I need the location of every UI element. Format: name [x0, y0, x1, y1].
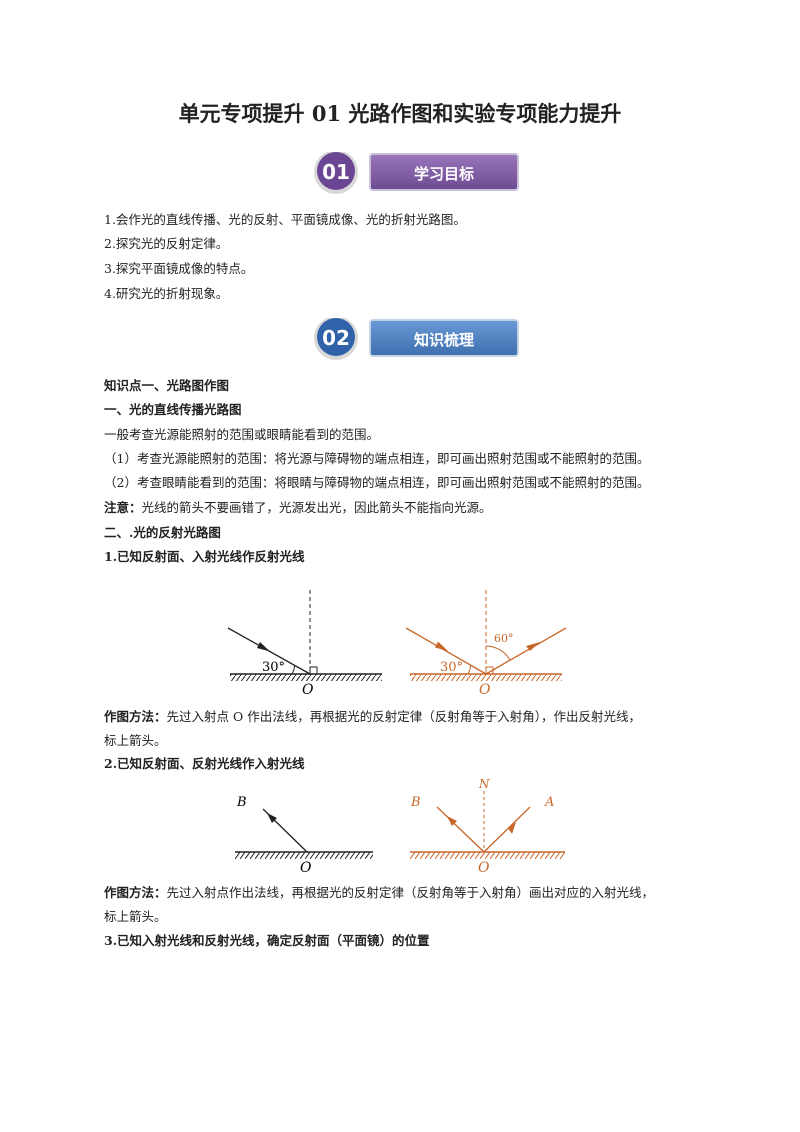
method-label: 作图方法：	[104, 709, 167, 724]
document-title: 单元专项提升 01 光路作图和实验专项能力提升	[178, 101, 622, 126]
method-paragraph: 作图方法：先过入射点作出法线，再根据光的反射定律（反射角等于入射角）画出对应的入…	[104, 881, 724, 905]
angle-label: 30°	[262, 660, 285, 675]
point-b-label: B	[236, 795, 247, 810]
paragraph: 一般考查光源能照射的范围或眼睛能看到的范围。	[104, 427, 380, 442]
case-heading: 3.已知入射光线和反射光线，确定反射面（平面镜）的位置	[104, 933, 430, 948]
note-paragraph: 注意：光线的箭头不要画错了，光源发出光，因此箭头不能指向光源。	[104, 496, 492, 520]
point-o-label: O	[479, 682, 491, 698]
point-a-label: A	[544, 795, 554, 810]
section-label: 学习目标	[413, 165, 474, 183]
method-label: 作图方法：	[104, 885, 167, 900]
objective-item: 4.研究光的折射现象。	[104, 286, 229, 301]
subsection-heading: 二、.光的反射光路图	[104, 525, 221, 540]
point-o-label: O	[478, 860, 490, 876]
section-label: 知识梳理	[413, 331, 474, 349]
method-text-continued: 标上箭头。	[104, 733, 167, 748]
angle-label: 30°	[440, 660, 463, 675]
point-n-label: N	[478, 777, 490, 791]
reflection-figure-2: B O N B A O	[235, 777, 565, 876]
objective-item: 1.会作光的直线传播、光的反射、平面镜成像、光的折射光路图。	[104, 212, 466, 227]
figure-given-incident: 30° O	[227, 590, 382, 698]
knowledge-point-heading: 知识点一、光路图作图	[104, 378, 230, 393]
reflection-figure-1: 30° O 30° 60° O	[227, 590, 567, 698]
point-o-label: O	[302, 682, 314, 698]
angle-label: 60°	[494, 632, 514, 645]
point-b-label: B	[410, 795, 421, 810]
figure-given-reflected: B O	[235, 795, 373, 876]
section-number: 01	[322, 160, 350, 184]
note-label: 注意：	[104, 500, 142, 515]
method-text-continued: 标上箭头。	[104, 909, 167, 924]
subsection-heading: 一、光的直线传播光路图	[104, 402, 242, 417]
section-02-graphic: 02	[314, 318, 519, 360]
case-heading: 1.已知反射面、入射光线作反射光线	[104, 549, 305, 564]
method-text: 先过入射点 O 作出法线，再根据光的反射定律（反射角等于入射角），作出反射光线，	[166, 709, 641, 724]
figure-answer-reflected: 30° 60° O	[405, 590, 567, 698]
case-heading: 2.已知反射面、反射光线作入射光线	[104, 756, 305, 771]
figure-answer-incident: N B A O	[410, 777, 565, 876]
method-text: 先过入射点作出法线，再根据光的反射定律（反射角等于入射角）画出对应的入射光线，	[166, 885, 655, 900]
point-o-label: O	[300, 860, 312, 876]
section-01-graphic: 01	[314, 152, 519, 194]
objective-item: 3.探究平面镜成像的特点。	[104, 261, 254, 276]
note-text: 光线的箭头不要画错了，光源发出光，因此箭头不能指向光源。	[141, 500, 492, 515]
section-badge-knowledge: 02 知识梳理	[0, 318, 800, 362]
method-paragraph: 作图方法：先过入射点 O 作出法线，再根据光的反射定律（反射角等于入射角），作出…	[104, 705, 704, 729]
objective-item: 2.探究光的反射定律。	[104, 236, 229, 251]
paragraph: （1）考查光源能照射的范围：将光源与障碍物的端点相连，即可画出照射范围或不能照射…	[104, 451, 650, 466]
paragraph: （2）考查眼睛能看到的范围：将眼睛与障碍物的端点相连，即可画出照射范围或不能照射…	[104, 475, 650, 490]
section-badge-objectives: 01 学习目标	[0, 152, 800, 196]
section-number: 02	[322, 326, 350, 350]
